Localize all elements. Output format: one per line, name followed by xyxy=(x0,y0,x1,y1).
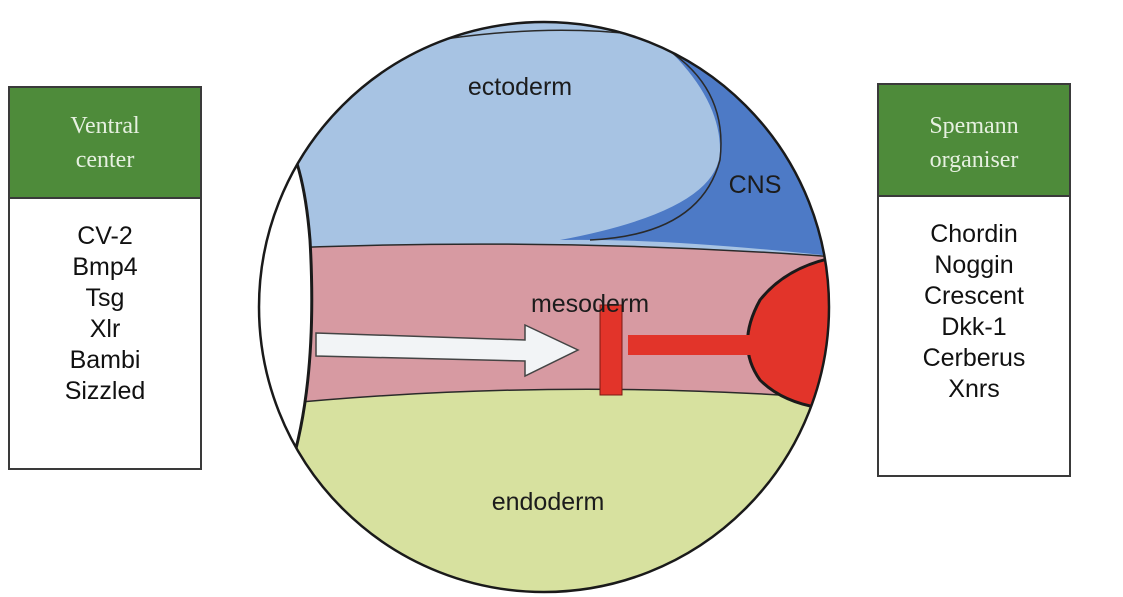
cns-label: CNS xyxy=(729,171,782,199)
ectoderm-label: ectoderm xyxy=(468,73,572,101)
mesoderm-label: mesoderm xyxy=(531,290,649,318)
endoderm-label: endoderm xyxy=(492,488,605,516)
inhibition-bar-head-icon xyxy=(600,305,622,395)
